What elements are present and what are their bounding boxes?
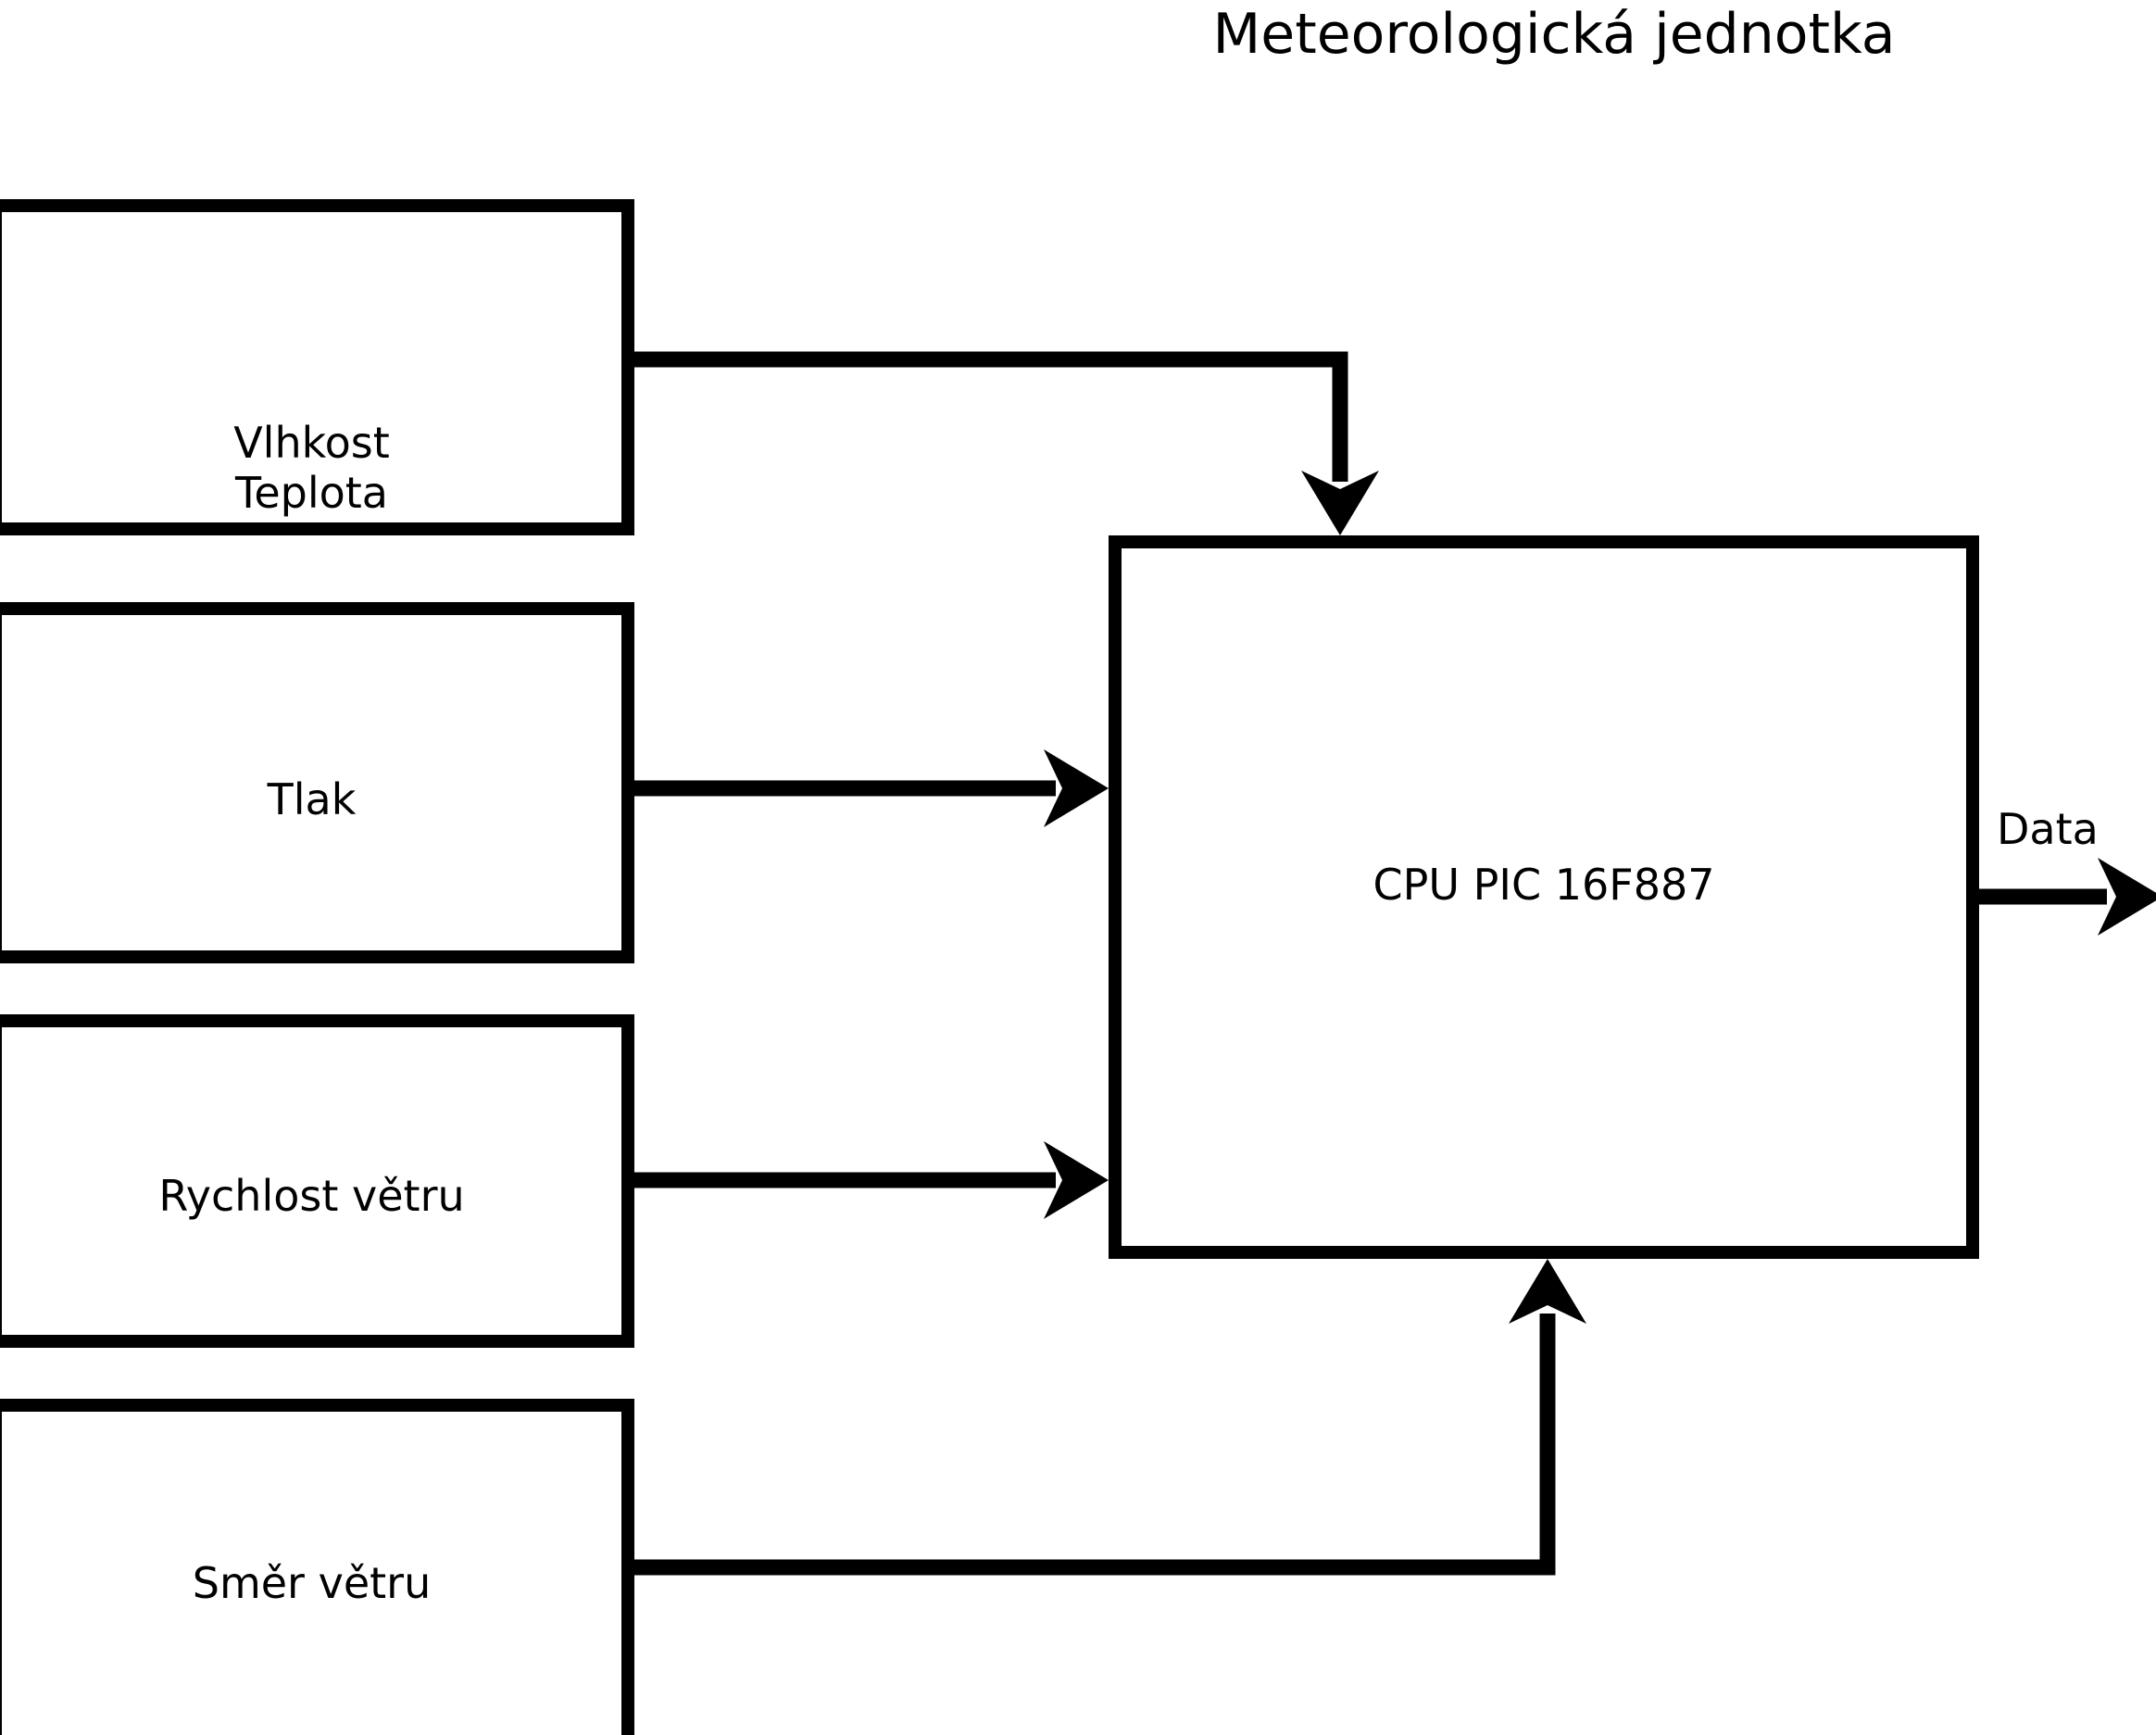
- node-label-cpu: CPU PIC 16F887: [1373, 860, 1715, 910]
- node-label-humidity-temperature: Vlhkost Teplota: [233, 418, 390, 519]
- node-pressure: Tlak: [0, 602, 634, 963]
- node-humidity-temperature: Vlhkost Teplota: [0, 199, 634, 535]
- page-title: Meteorologická jednotka: [1212, 2, 1896, 67]
- edge-wind-speed-to-cpu: [630, 1141, 1109, 1219]
- node-wind-direction: Směr větru: [0, 1399, 634, 1735]
- node-cpu: CPU PIC 16F887: [1109, 535, 1979, 1259]
- node-wind-speed: Rychlost větru: [0, 1014, 634, 1348]
- edge-wind-direction-to-cpu: [630, 1259, 1586, 1576]
- node-label-pressure: Tlak: [267, 774, 357, 824]
- edge-label-data-output: Data: [1997, 804, 2099, 854]
- edge-humidity-temperature-to-cpu: [630, 351, 1379, 535]
- node-label-wind-direction: Směr větru: [192, 1558, 432, 1608]
- node-label-wind-speed: Rychlost větru: [158, 1171, 465, 1221]
- edge-cpu-to-data-output: [1973, 858, 2156, 936]
- edge-pressure-to-cpu: [630, 749, 1109, 827]
